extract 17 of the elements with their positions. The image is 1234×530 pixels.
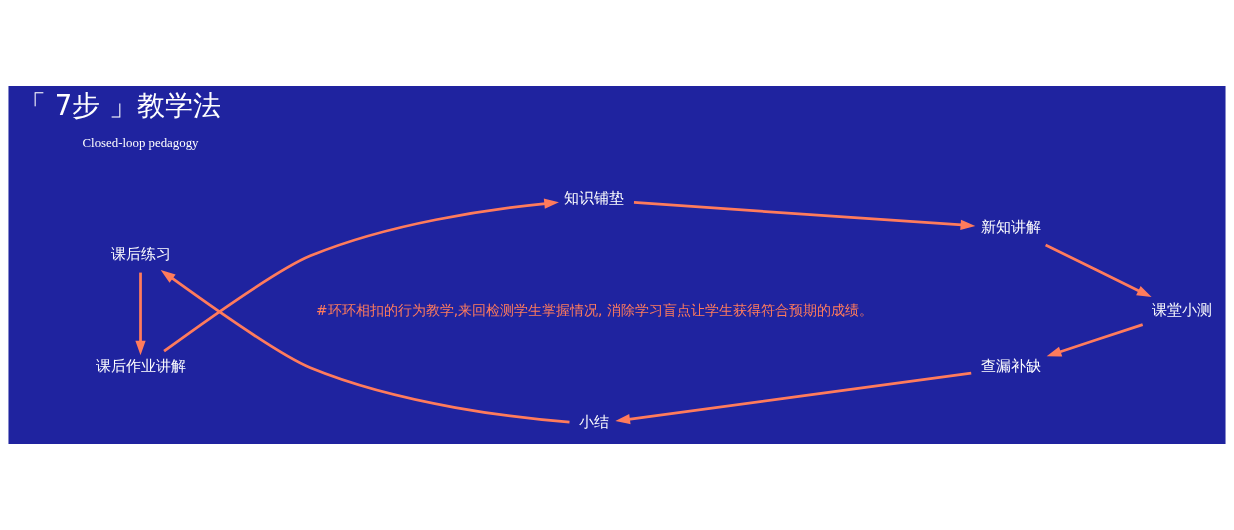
arrow [633,201,976,231]
node-text: 课后练习 [110,245,171,263]
node-text: 小结 [579,413,610,431]
diagram-title: 「 7步 」教学法 [18,89,222,122]
node-text: 查漏补缺 [980,357,1041,375]
arrow [1045,243,1152,298]
arrow [615,371,972,425]
label: Closed-loop pedagogy [82,136,199,151]
arrow [1046,323,1144,357]
arrow [135,272,146,356]
arrow [163,198,559,353]
node-text: 知识铺垫 [564,189,625,207]
node-text: 新知讲解 [980,217,1041,235]
node-text: 课后作业讲解 [95,357,186,375]
node-text: 课堂小测 [1152,301,1213,319]
arrow [160,270,570,424]
label: #环环相扣的行为教学,来回检测学生掌握情况, 消除学习盲点让学生获得符合预期的成绩。 [316,302,873,319]
